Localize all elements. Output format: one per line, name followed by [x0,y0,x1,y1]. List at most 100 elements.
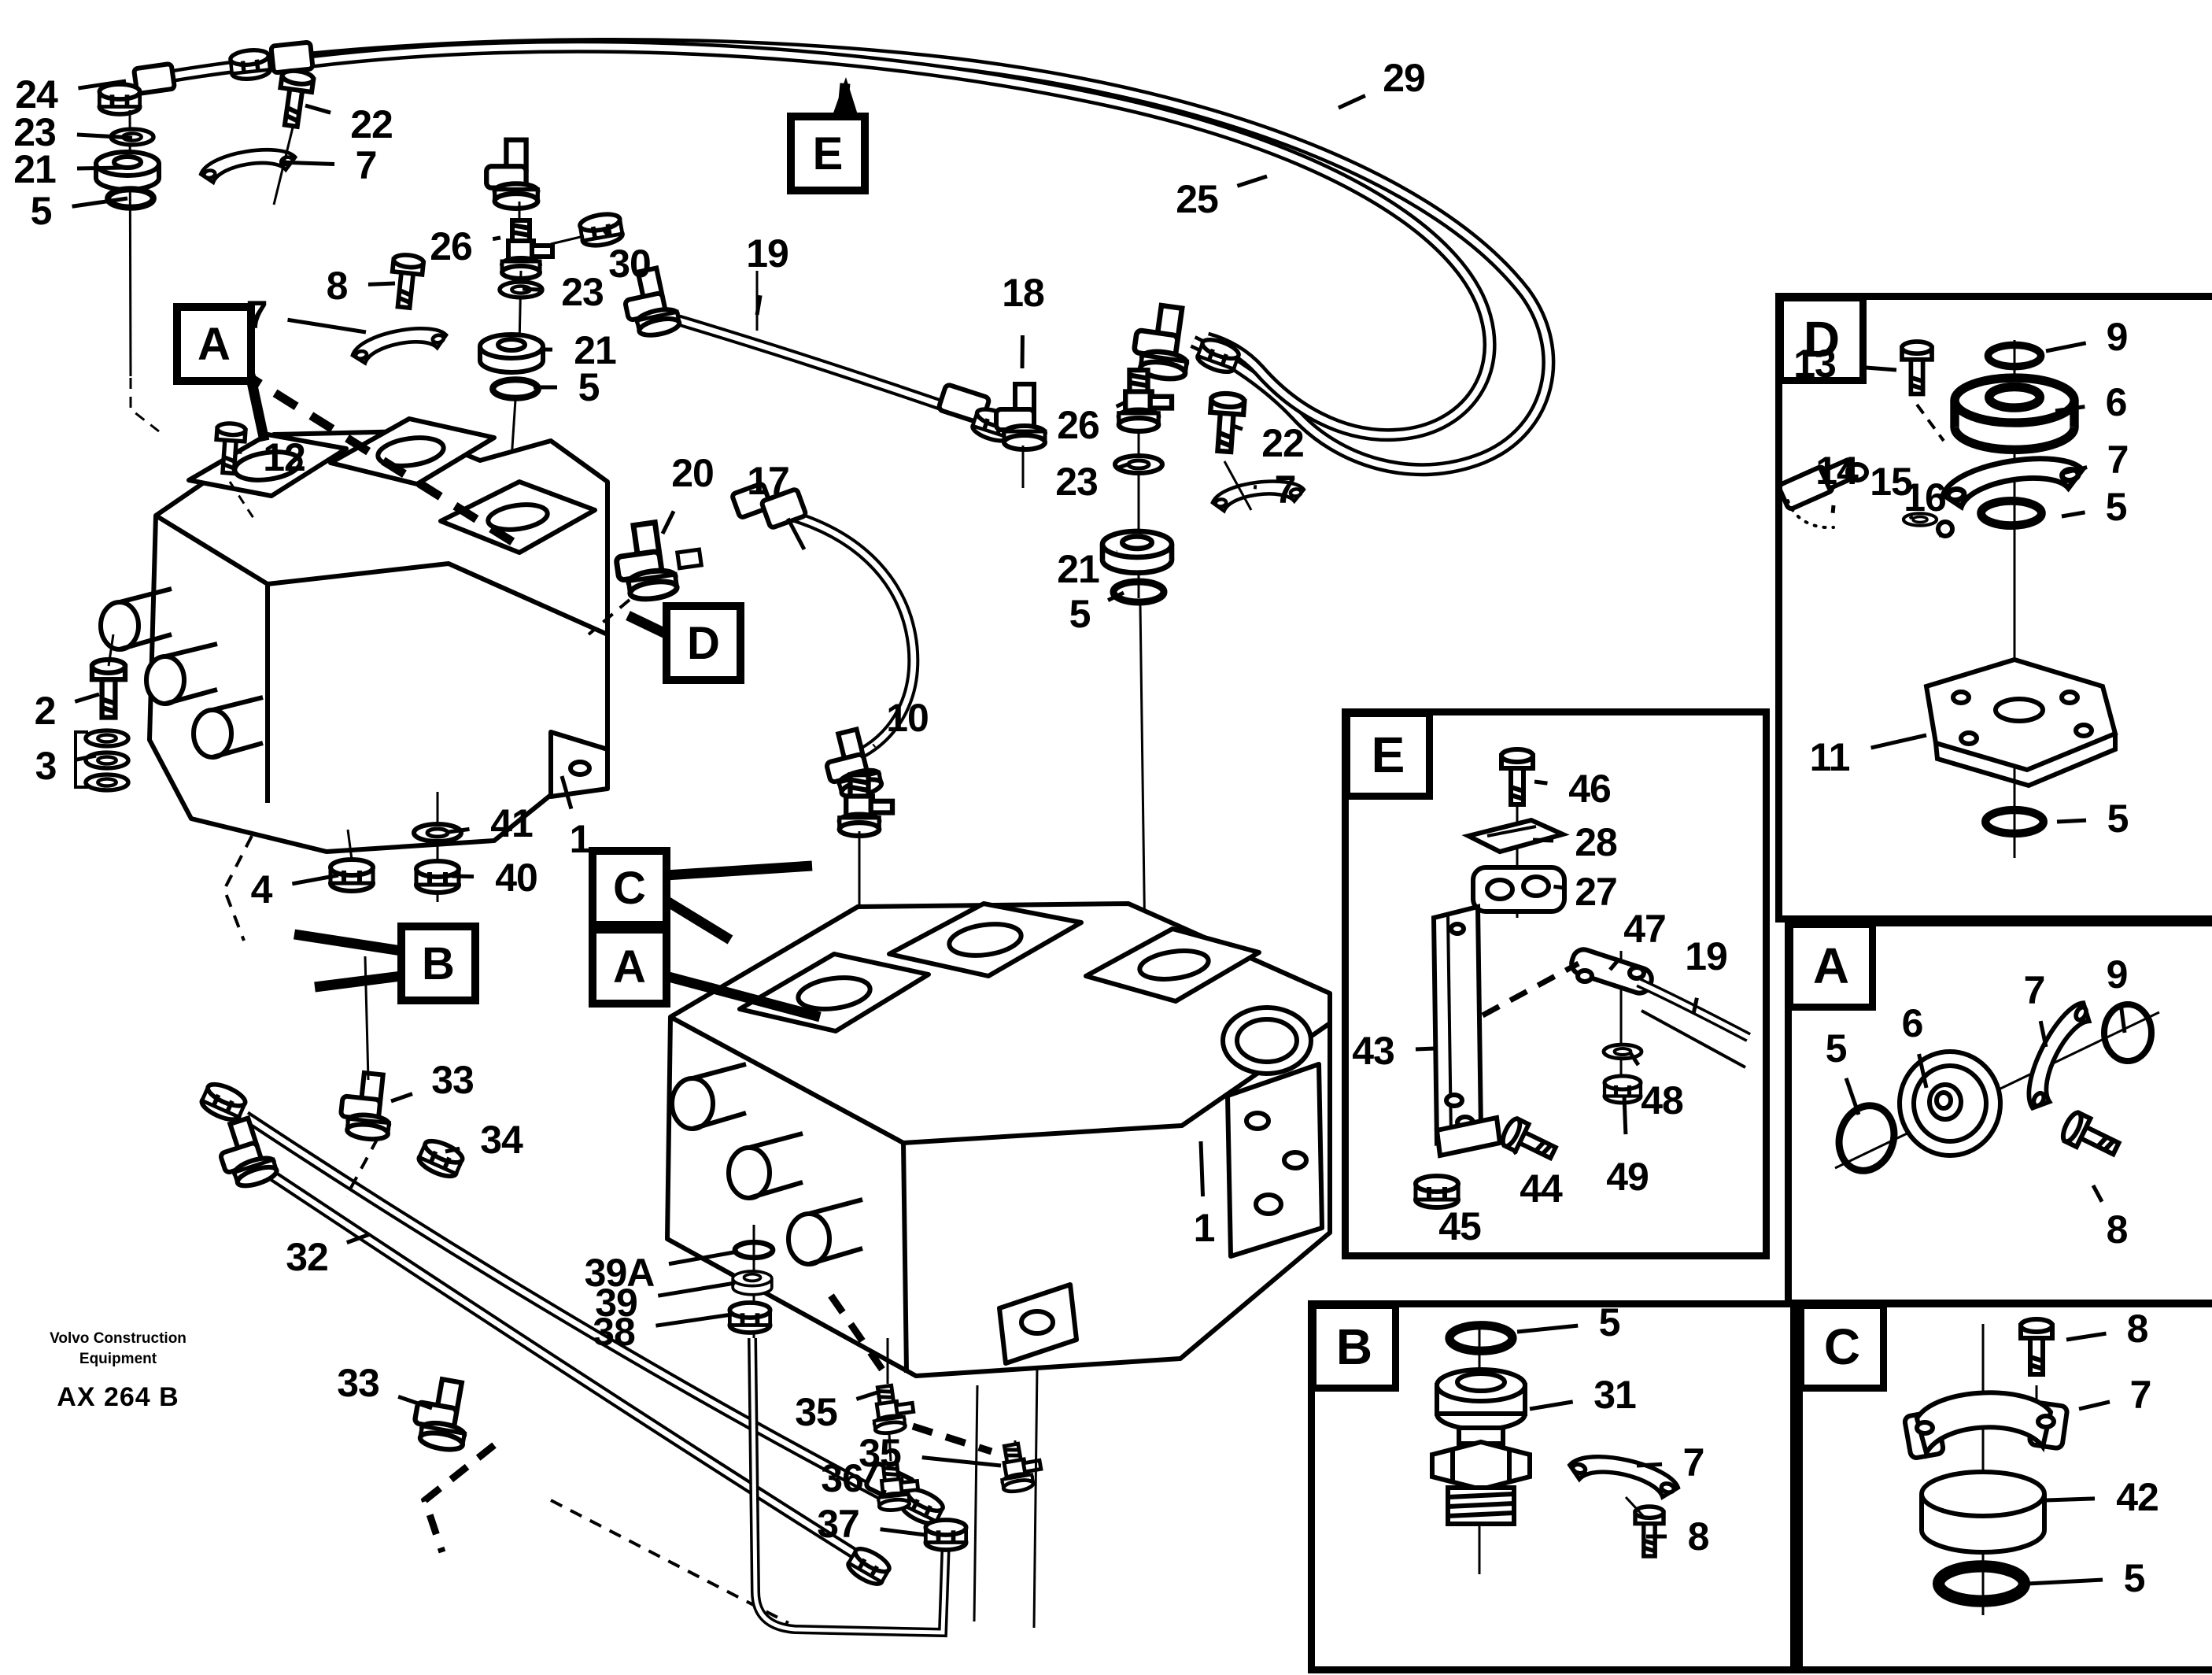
bolt-22 [275,69,314,128]
part-callout-48: 48 [1641,1078,1684,1122]
part-callout-7: 7 [2023,968,2046,1012]
part-callout-23: 23 [561,270,604,314]
section-marker-b: B [397,923,479,1004]
hose-19 [663,310,956,416]
part-callout-40: 40 [495,856,538,900]
part-callout-19: 19 [746,231,789,275]
part-callout-26: 26 [430,224,473,268]
part-callout-27: 27 [1575,870,1618,914]
inset-letter-e: E [1343,710,1433,800]
part-callout-4: 4 [250,867,273,911]
part-callout-8: 8 [2126,1307,2149,1351]
brand-line2: Equipment [79,1351,157,1367]
part-callout-32: 32 [286,1235,329,1279]
inset-c-art [1902,1319,2070,1615]
part-callout-7: 7 [355,143,378,187]
part-callout-26: 26 [1057,403,1100,447]
inset-e-art [1416,749,1752,1207]
clamp-7a [198,145,297,184]
hose-17 [786,508,920,758]
part-callout-20: 20 [671,451,715,495]
fitting-39 [731,1270,774,1296]
part-callout-17: 17 [747,459,790,503]
main-valve-body [665,901,1332,1378]
part-callout-22: 22 [350,102,393,146]
part-callout-7: 7 [2107,438,2129,482]
part-callout-47: 47 [1623,907,1667,951]
nut-38 [729,1303,770,1333]
part-callout-5: 5 [2107,797,2129,841]
part-callout-33: 33 [337,1361,380,1405]
pipe-37 [748,1337,951,1638]
part-callout-13: 13 [1793,342,1837,386]
part-callout-21: 21 [13,147,57,191]
part-callout-16: 16 [1904,475,1947,520]
part-callout-1: 1 [1193,1206,1216,1250]
inset-letter-a: A [1786,921,1876,1011]
inset-letter-c: C [1797,1302,1887,1392]
part-callout-33: 33 [431,1058,475,1102]
part-callout-19: 19 [1685,934,1728,978]
part-callout-5: 5 [1825,1026,1848,1070]
hose-34 [242,1111,883,1499]
section-marker-c: C [589,847,670,929]
hose-25-inner [312,39,1497,442]
part-callout-34: 34 [480,1118,523,1162]
inset-b [1308,1300,1797,1673]
inset-letter-b: B [1309,1302,1399,1392]
part-callout-5: 5 [30,189,53,233]
part-callout-46: 46 [1568,767,1612,811]
inset-d [1775,293,2212,923]
part-callout-5: 5 [578,365,600,409]
part-callout-35: 35 [795,1390,838,1434]
brand-line1: Volvo Construction [50,1330,186,1347]
part-callout-21: 21 [574,328,617,372]
part-callout-28: 28 [1575,820,1618,864]
part-callout-41: 41 [490,801,534,845]
part-callout-21: 21 [1057,547,1100,591]
part-callout-5: 5 [2123,1556,2146,1600]
washer-41 [414,824,461,841]
part-callout-6: 6 [1901,1001,1924,1045]
part-callout-30: 30 [608,242,652,286]
part-callout-37: 37 [817,1502,860,1546]
part-callout-42: 42 [2116,1475,2159,1519]
part-callout-8: 8 [1687,1514,1710,1559]
part-callout-31: 31 [1593,1373,1637,1417]
fitting-35a [870,1383,916,1435]
brand-text: Volvo Construction Equipment AX 264 B [31,1329,205,1413]
section-marker-d: D [663,602,744,684]
bolt-8 [389,253,424,309]
hose-end-fitting-24 [99,61,177,114]
nut-hose17 [730,482,773,520]
part-callout-38: 38 [593,1310,636,1354]
part-callout-23: 23 [1055,460,1099,504]
part-callout-49: 49 [1606,1155,1649,1199]
elbow-33b [411,1376,473,1452]
part-callout-9: 9 [2106,952,2129,996]
part-callout-39: 39 [595,1281,638,1325]
part-callout-2: 2 [34,689,57,733]
part-callout-8: 8 [2106,1207,2129,1252]
part-callout-10: 10 [886,696,929,740]
part-callout-3: 3 [35,744,57,788]
part-callout-7: 7 [2129,1373,2152,1417]
part-callout-12: 12 [263,435,306,479]
section-marker-a: A [173,303,255,385]
part-callout-15: 15 [1870,460,1913,504]
part-callout-45: 45 [1438,1204,1482,1248]
section-marker-e: E [787,113,869,194]
elbow-18 [996,384,1045,449]
clamp-7b [349,323,449,365]
nut-34 [416,1137,465,1181]
section-marker-a: A [589,926,670,1008]
nut-hose34-left [199,1080,248,1124]
part-callout-18: 18 [1002,271,1045,315]
elbow-33a [338,1070,393,1141]
nut-37 [925,1520,966,1550]
part-callout-9: 9 [2106,315,2129,359]
inset-e [1342,708,1770,1259]
part-callout-11: 11 [1809,735,1851,779]
